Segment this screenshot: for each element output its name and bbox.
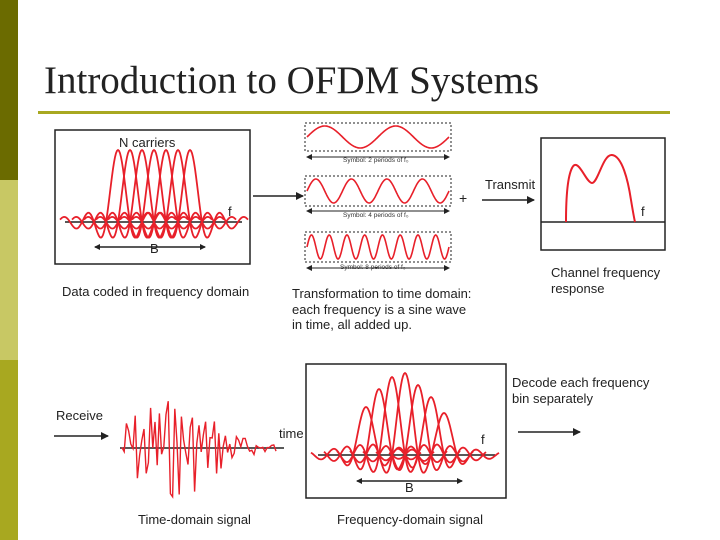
channel-panel bbox=[540, 137, 666, 251]
decode-label: Decode each frequency bin separately bbox=[512, 375, 650, 406]
carrier-curve bbox=[131, 148, 249, 239]
carrier-curve bbox=[388, 412, 500, 466]
freq-signal-b-label: B bbox=[405, 480, 414, 495]
strip-1-label: Symbol: 2 periods of f₀ bbox=[343, 157, 409, 164]
freq-signal-caption: Frequency-domain signal bbox=[337, 512, 483, 527]
channel-response-curve bbox=[565, 154, 636, 223]
carrier-curve bbox=[59, 148, 177, 239]
f-label: f bbox=[228, 204, 232, 219]
carrier-curve bbox=[362, 383, 474, 472]
sine-strip-3 bbox=[304, 231, 452, 271]
received-carrier-group bbox=[310, 371, 500, 474]
freq-domain-caption: Data coded in frequency domain bbox=[62, 284, 250, 299]
time-domain-caption: Transformation to time domain: each freq… bbox=[292, 286, 472, 333]
transmit-label: Transmit bbox=[485, 177, 536, 192]
sine-strip-1 bbox=[304, 122, 452, 160]
carrier-curve bbox=[349, 371, 461, 474]
channel-caption: Channel frequency response bbox=[551, 265, 661, 296]
strip-2-label: Symbol: 4 periods of f₀ bbox=[343, 212, 409, 219]
carrier-curve bbox=[375, 395, 487, 469]
side-bar-light bbox=[0, 180, 18, 360]
freq-signal-panel bbox=[305, 363, 507, 499]
carrier-curve bbox=[71, 148, 189, 239]
slide-title: Introduction to OFDM Systems bbox=[44, 59, 540, 102]
time-label: time bbox=[279, 426, 304, 441]
b-label: B bbox=[150, 241, 159, 256]
n-carriers-label: N carriers bbox=[119, 135, 176, 150]
carrier-curve bbox=[107, 148, 225, 239]
side-bar-medium bbox=[0, 360, 18, 540]
freq-domain-panel bbox=[54, 129, 251, 265]
time-domain-waveform bbox=[121, 401, 277, 499]
strip-3-label: Symbol: 8 periods of f₀ bbox=[340, 264, 406, 271]
time-signal-caption: Time-domain signal bbox=[138, 512, 251, 527]
receive-label: Receive bbox=[56, 408, 103, 423]
carrier-curve bbox=[95, 148, 213, 239]
carrier-sinc-group bbox=[59, 148, 249, 239]
freq-signal-f-label: f bbox=[481, 432, 485, 447]
carrier-curve bbox=[83, 148, 201, 239]
side-bar-dark bbox=[0, 0, 18, 180]
sine-strip-2 bbox=[304, 175, 452, 214]
carrier-curve bbox=[119, 148, 237, 239]
plus-sign: + bbox=[459, 190, 468, 206]
channel-f-label: f bbox=[641, 204, 645, 219]
carrier-curve bbox=[336, 375, 448, 473]
title-underline bbox=[38, 111, 670, 114]
